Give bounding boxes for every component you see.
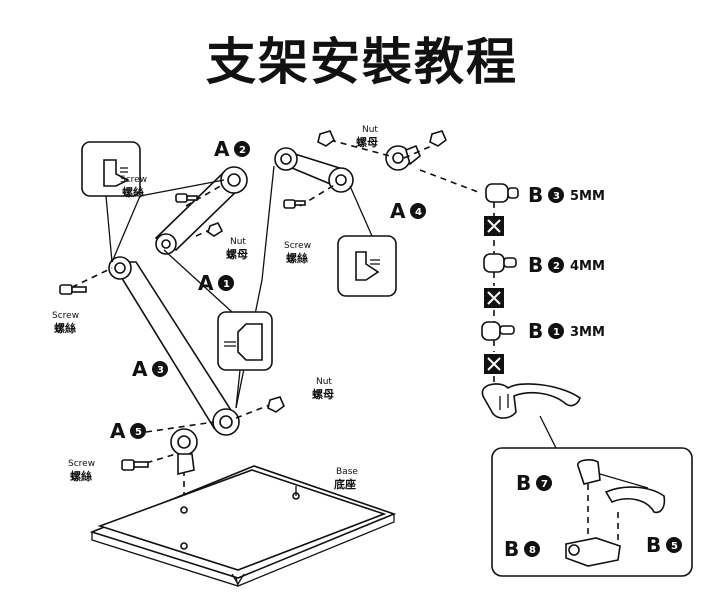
nut-top-right <box>429 130 447 147</box>
label-base: Base 底座 <box>334 467 358 491</box>
label-nut-3: Nut 螺母 <box>312 377 334 401</box>
svg-text:Screw: Screw <box>68 459 95 469</box>
svg-text:A: A <box>198 271 214 295</box>
label-b7: B 7 <box>516 471 552 495</box>
svg-text:螺絲: 螺絲 <box>54 321 76 335</box>
label-a3: A 3 <box>132 357 168 381</box>
swap-icon-2 <box>484 288 504 308</box>
swap-icon-3 <box>484 354 504 374</box>
svg-text:底座: 底座 <box>334 477 356 491</box>
svg-text:Base: Base <box>336 467 358 477</box>
label-b8: B 8 <box>504 537 540 561</box>
arm-a1 <box>154 166 248 255</box>
label-a1: A 1 <box>198 271 234 295</box>
screw-left <box>59 284 87 295</box>
label-b5: B 5 <box>646 533 682 557</box>
svg-text:Screw: Screw <box>284 241 311 251</box>
svg-text:B: B <box>528 253 543 277</box>
svg-text:A: A <box>132 357 148 381</box>
svg-text:B: B <box>504 537 519 561</box>
svg-text:螺母: 螺母 <box>312 387 334 401</box>
svg-text:5: 5 <box>135 427 142 438</box>
svg-text:5MM: 5MM <box>570 189 605 204</box>
label-screw-2: Screw 螺絲 <box>52 311 79 335</box>
nut-a1 <box>207 221 224 237</box>
svg-text:2: 2 <box>553 261 560 272</box>
svg-text:4: 4 <box>415 207 422 218</box>
screw-a5 <box>121 459 149 471</box>
svg-text:螺絲: 螺絲 <box>122 185 144 199</box>
swap-icon-1 <box>484 216 504 236</box>
svg-text:A: A <box>110 419 126 443</box>
detail-box-middle <box>217 311 273 409</box>
clamp-detail-inset <box>491 447 693 577</box>
arm-a2 <box>274 147 354 193</box>
label-b1: B 1 3MM <box>528 319 605 343</box>
label-screw-1: Screw 螺絲 <box>120 175 147 199</box>
svg-text:螺母: 螺母 <box>226 247 248 261</box>
svg-text:A: A <box>390 199 406 223</box>
label-nut-2: Nut 螺母 <box>226 237 248 261</box>
page-title: 支架安裝教程 <box>206 33 518 91</box>
screw-a2 <box>283 199 306 209</box>
svg-text:8: 8 <box>529 545 536 556</box>
label-b3: B 3 5MM <box>528 183 605 207</box>
svg-text:3: 3 <box>553 191 560 202</box>
svg-text:3MM: 3MM <box>570 325 605 340</box>
label-a5: A 5 <box>110 419 146 443</box>
svg-text:1: 1 <box>553 327 560 338</box>
base-plate <box>89 465 397 587</box>
label-a2: A 2 <box>214 137 250 161</box>
nut-top-left <box>317 130 335 147</box>
svg-text:A: A <box>214 137 230 161</box>
nut-bottom <box>267 396 285 413</box>
svg-text:螺母: 螺母 <box>356 135 378 149</box>
svg-text:Nut: Nut <box>230 237 246 247</box>
b2-cylinder <box>483 253 517 273</box>
detail-box-left <box>81 141 141 263</box>
b3-cylinder <box>485 183 519 203</box>
svg-text:Screw: Screw <box>52 311 79 321</box>
svg-text:5: 5 <box>671 541 678 552</box>
joint-a5 <box>170 428 198 476</box>
svg-text:螺絲: 螺絲 <box>286 251 308 265</box>
svg-text:Nut: Nut <box>316 377 332 387</box>
label-screw-3: Screw 螺絲 <box>284 241 311 265</box>
svg-text:Screw: Screw <box>120 175 147 185</box>
svg-text:7: 7 <box>541 479 548 490</box>
svg-text:B: B <box>528 183 543 207</box>
svg-text:B: B <box>528 319 543 343</box>
label-b2: B 2 4MM <box>528 253 605 277</box>
svg-text:螺絲: 螺絲 <box>70 469 92 483</box>
detail-box-right <box>337 235 397 297</box>
svg-text:Nut: Nut <box>362 125 378 135</box>
svg-text:B: B <box>516 471 531 495</box>
svg-text:4MM: 4MM <box>570 259 605 274</box>
svg-text:3: 3 <box>157 365 164 376</box>
label-screw-4: Screw 螺絲 <box>68 459 95 483</box>
svg-text:1: 1 <box>223 279 230 290</box>
svg-text:B: B <box>646 533 661 557</box>
label-nut-1: Nut 螺母 <box>356 125 378 149</box>
joint-a4 <box>385 144 421 171</box>
label-a4: A 4 <box>390 199 426 223</box>
clamp-assembly <box>481 383 581 419</box>
screw-a1 <box>175 193 198 203</box>
svg-text:2: 2 <box>239 145 246 156</box>
b1-cylinder <box>481 321 515 341</box>
